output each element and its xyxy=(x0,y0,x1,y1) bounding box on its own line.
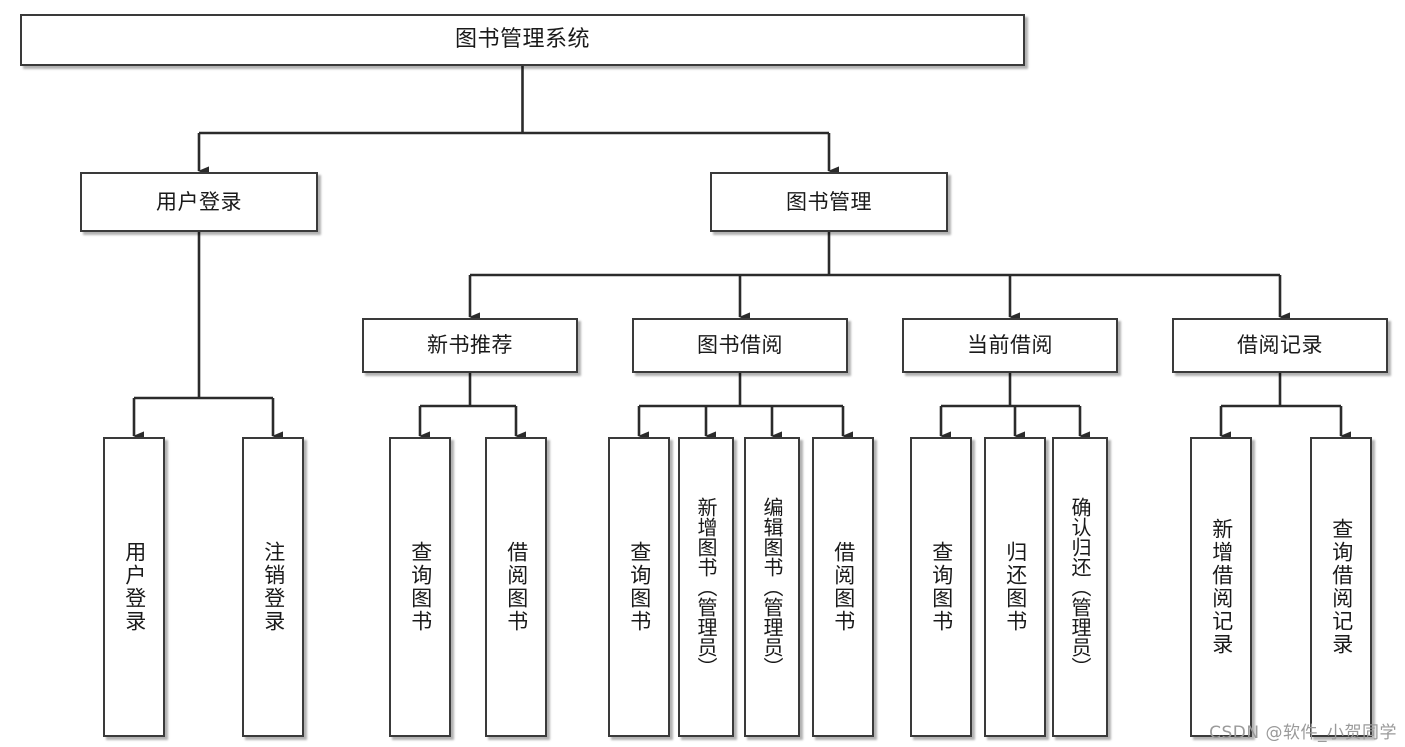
node-用户登录[interactable]: 用户登录 xyxy=(103,437,165,737)
node-label: 图书借阅 xyxy=(697,333,783,358)
node-label: 查询图书 xyxy=(627,541,652,633)
node-label: 借阅图书 xyxy=(504,541,529,633)
node-注销登录[interactable]: 注销登录 xyxy=(242,437,304,737)
node-查询借阅记录[interactable]: 查询借阅记录 xyxy=(1310,437,1372,737)
node-图书管理[interactable]: 图书管理 xyxy=(710,172,948,232)
node-label: 确认归还（管理员） xyxy=(1068,497,1092,677)
node-label: 查询借阅记录 xyxy=(1329,518,1354,656)
node-label: 新增借阅记录 xyxy=(1209,518,1234,656)
node-查询图书[interactable]: 查询图书 xyxy=(910,437,972,737)
node-label: 注销登录 xyxy=(261,541,286,633)
node-label: 用户登录 xyxy=(156,189,242,214)
node-label: 借阅图书 xyxy=(831,541,856,633)
node-借阅图书[interactable]: 借阅图书 xyxy=(812,437,874,737)
node-新增借阅记录[interactable]: 新增借阅记录 xyxy=(1190,437,1252,737)
node-新增图书管理员[interactable]: 新增图书（管理员） xyxy=(678,437,734,737)
node-确认归还管理员[interactable]: 确认归还（管理员） xyxy=(1052,437,1108,737)
edge-lines xyxy=(132,66,1351,441)
node-label: 编辑图书（管理员） xyxy=(760,497,784,677)
node-label: 当前借阅 xyxy=(967,333,1053,358)
node-当前借阅[interactable]: 当前借阅 xyxy=(902,318,1118,373)
node-借阅记录[interactable]: 借阅记录 xyxy=(1172,318,1388,373)
node-label: 借阅记录 xyxy=(1237,333,1323,358)
node-编辑图书管理员[interactable]: 编辑图书（管理员） xyxy=(744,437,800,737)
node-label: 归还图书 xyxy=(1003,541,1028,633)
node-借阅图书[interactable]: 借阅图书 xyxy=(485,437,547,737)
node-label: 用户登录 xyxy=(122,541,147,633)
node-新书推荐[interactable]: 新书推荐 xyxy=(362,318,578,373)
node-归还图书[interactable]: 归还图书 xyxy=(984,437,1046,737)
node-label: 图书管理系统 xyxy=(454,27,590,53)
node-图书管理系统[interactable]: 图书管理系统 xyxy=(20,14,1025,66)
node-查询图书[interactable]: 查询图书 xyxy=(389,437,451,737)
node-label: 查询图书 xyxy=(408,541,433,633)
node-label: 图书管理 xyxy=(786,189,872,214)
watermark: CSDN @软件_小贺同学 xyxy=(1209,723,1397,743)
node-查询图书[interactable]: 查询图书 xyxy=(608,437,670,737)
node-label: 新增图书（管理员） xyxy=(694,497,718,677)
node-用户登录[interactable]: 用户登录 xyxy=(80,172,318,232)
node-图书借阅[interactable]: 图书借阅 xyxy=(632,318,848,373)
node-label: 查询图书 xyxy=(929,541,954,633)
node-label: 新书推荐 xyxy=(427,333,513,358)
